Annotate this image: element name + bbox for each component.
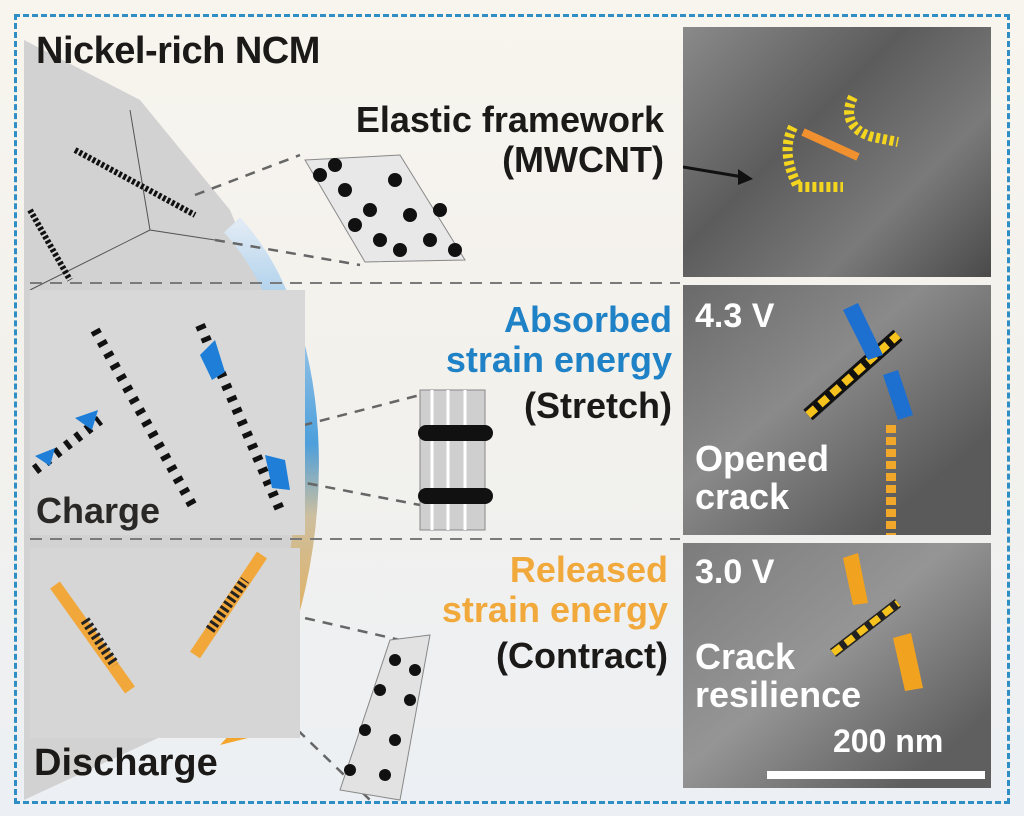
sem-image-top <box>683 27 991 277</box>
voltage-3-0: 3.0 V <box>695 553 775 591</box>
crack-resilience-caption: Crack resilience <box>695 638 861 714</box>
stretch-label: (Stretch) <box>523 385 672 426</box>
opened-crack-line2: crack <box>695 476 790 517</box>
cnt-top-particle <box>27 147 197 282</box>
scale-bar-label: 200 nm <box>833 723 944 759</box>
contract-label: (Contract) <box>496 635 668 676</box>
elastic-framework-line2: (MWCNT) <box>502 139 664 180</box>
elastic-framework-label: Elastic framework (MWCNT) <box>356 100 664 180</box>
mwcnt-model-stretch <box>418 389 493 531</box>
sem-image-bottom: 3.0 V Crack resilience 200 nm <box>683 543 991 788</box>
cnt-discharge <box>50 551 267 694</box>
scale-bar <box>767 771 985 779</box>
crack-overlay-bottom <box>829 553 923 691</box>
outer-dashed-frame <box>14 14 1010 804</box>
discharge-label: Discharge <box>34 742 218 784</box>
crack-resilience-line2: resilience <box>695 674 862 715</box>
released-line1: Released <box>509 549 668 590</box>
crack-overlay-middle <box>803 303 913 535</box>
mwcnt-overlay-top <box>683 94 899 192</box>
absorbed-line1: Absorbed <box>503 299 672 340</box>
opened-crack-line1: Opened <box>695 438 830 479</box>
discharge-panel <box>30 548 300 738</box>
blue-strain-arrows <box>35 340 290 490</box>
charge-panel <box>30 290 305 535</box>
particle-edge-lines <box>29 109 216 291</box>
sem-image-middle: 4.3 V Opened crack <box>683 285 991 535</box>
mwcnt-model-top <box>304 154 466 263</box>
figure-title: Nickel-rich NCM <box>36 30 320 72</box>
voltage-4-3: 4.3 V <box>695 297 775 335</box>
charge-label: Charge <box>36 490 161 531</box>
opened-crack-caption: Opened crack <box>695 440 829 516</box>
crack-resilience-line1: Crack <box>695 636 796 677</box>
absorbed-line2: strain energy <box>445 339 672 380</box>
released-line2: strain energy <box>441 589 668 630</box>
absorbed-strain-label: Absorbed strain energy (Stretch) <box>446 300 672 426</box>
mwcnt-model-contract <box>339 634 431 801</box>
elastic-framework-line1: Elastic framework <box>355 99 664 140</box>
released-strain-label: Released strain energy (Contract) <box>442 550 668 676</box>
